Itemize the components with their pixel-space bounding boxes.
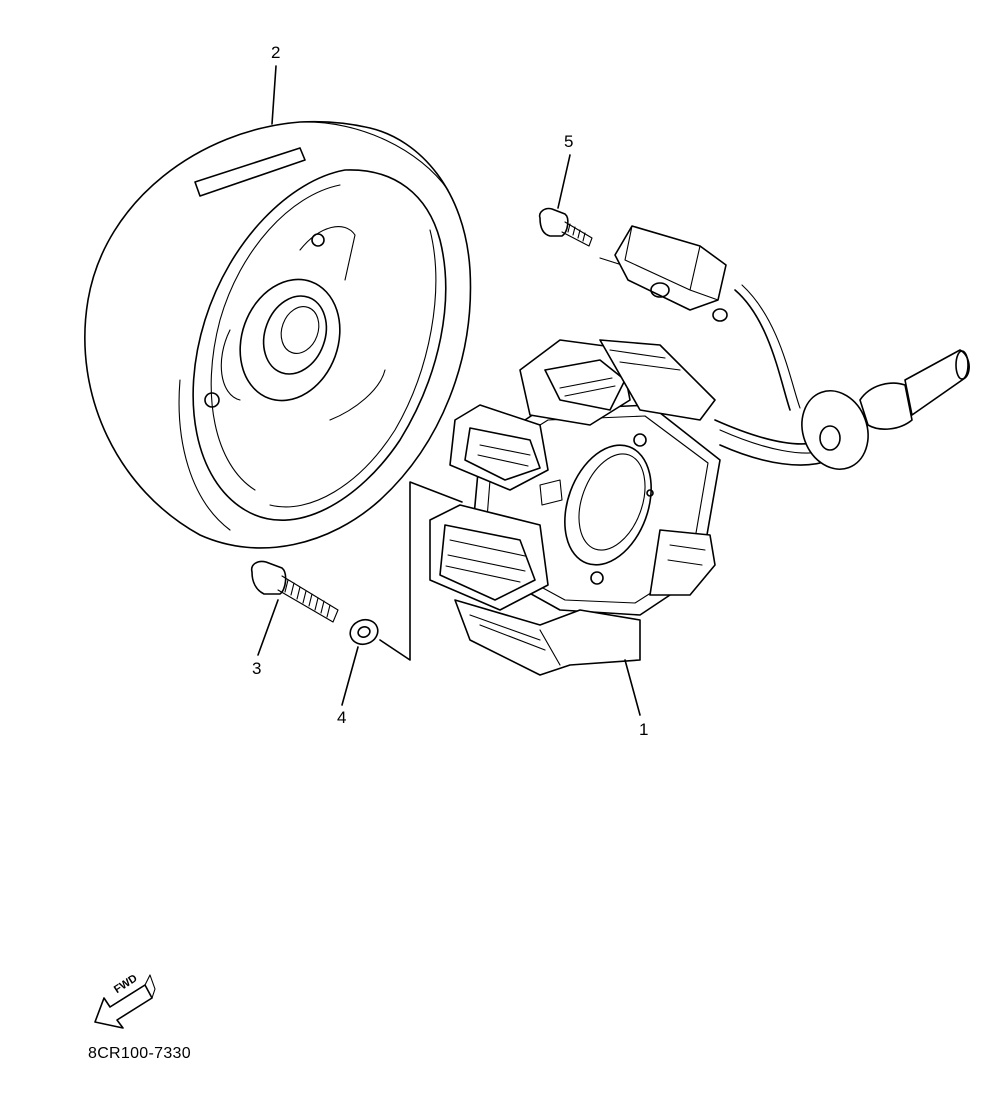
bolt-large bbox=[250, 560, 339, 656]
screw-small bbox=[538, 154, 623, 266]
assembly-bracket-line bbox=[379, 481, 463, 661]
rotor-flywheel bbox=[84, 65, 472, 549]
stator-assembly bbox=[429, 339, 721, 716]
washer bbox=[341, 618, 379, 706]
wire-harness bbox=[714, 349, 970, 470]
diagram-code: 8CR100-7330 bbox=[88, 1045, 191, 1062]
callout-part-4: 4 bbox=[337, 708, 347, 727]
callout-part-1: 1 bbox=[639, 720, 649, 739]
pickup-coil bbox=[614, 225, 801, 411]
fwd-arrow-icon bbox=[94, 974, 156, 1029]
callout-part-2: 2 bbox=[271, 43, 281, 62]
callout-part-3: 3 bbox=[252, 659, 262, 678]
callout-part-5: 5 bbox=[564, 132, 574, 151]
